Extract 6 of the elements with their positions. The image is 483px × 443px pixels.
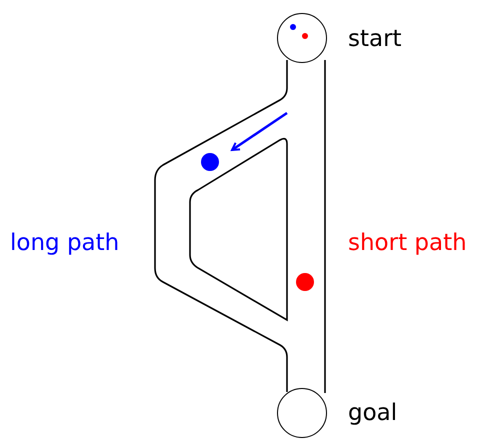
path-label: long path: [10, 232, 120, 255]
node-caption: start: [348, 28, 402, 51]
path-label: short path: [348, 232, 467, 255]
circle-node: [277, 13, 327, 63]
node-caption: goal: [348, 402, 398, 425]
circle-node: [277, 388, 327, 438]
